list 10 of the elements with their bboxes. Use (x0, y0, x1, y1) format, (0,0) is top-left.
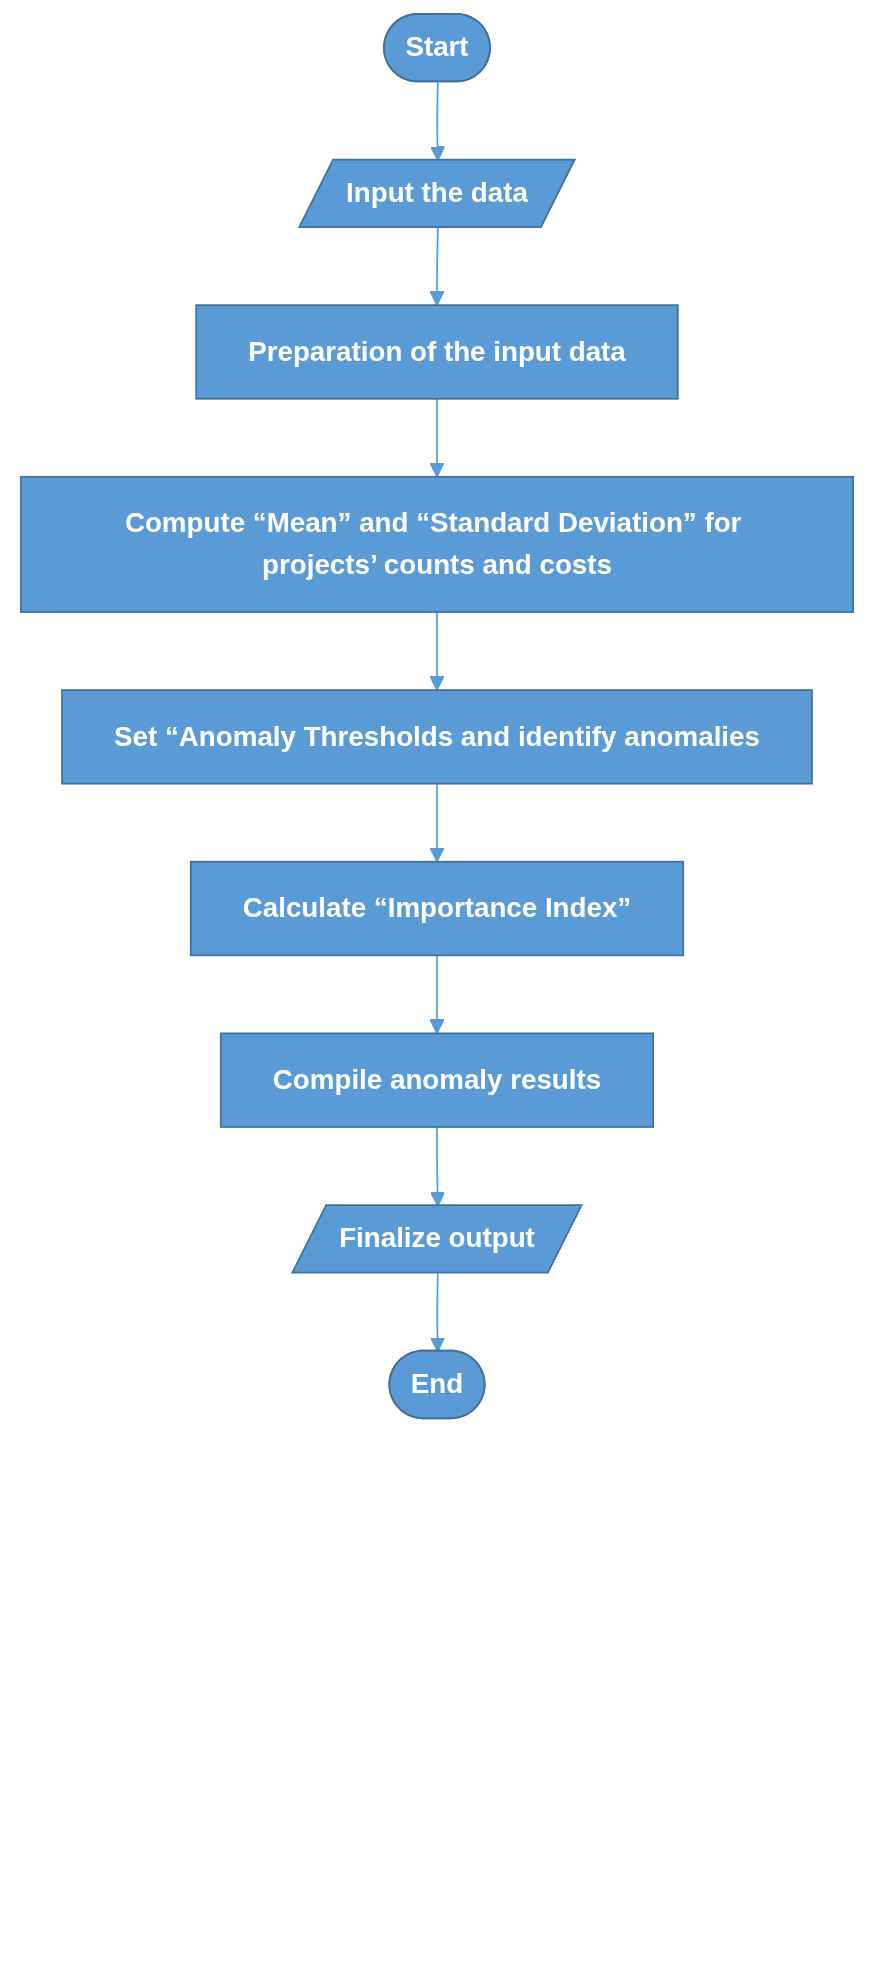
arrow (428, 611, 445, 691)
node-box: Set “Anomaly Thresholds and identify anomalies (60, 689, 813, 785)
node-box: Calculate “Importance Index” (189, 860, 684, 957)
node-box: Compile anomaly results (219, 1032, 654, 1128)
node-box: Preparation of the input data (194, 304, 679, 400)
arrow (428, 397, 445, 478)
node-box: Compute “Mean” and “Standard Deviation” for projects’ counts and costs (19, 475, 854, 613)
arrow (428, 782, 445, 863)
arrow (428, 954, 445, 1035)
arrow (428, 227, 445, 306)
